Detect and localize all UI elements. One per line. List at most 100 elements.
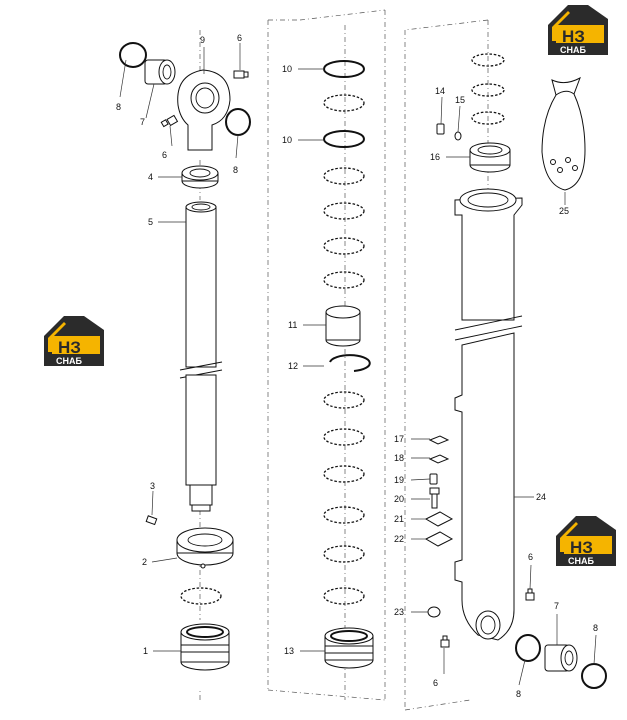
logo-yellow-panel bbox=[564, 536, 612, 554]
callout-6d: 6 bbox=[433, 678, 438, 688]
backup-ring bbox=[323, 587, 365, 605]
o-ring-10b bbox=[323, 130, 365, 148]
backup-ring bbox=[323, 465, 365, 483]
bolt-20 bbox=[429, 487, 440, 509]
logo-word: СНАБ bbox=[56, 356, 82, 366]
retaining-ring-8c bbox=[515, 634, 541, 662]
callout-4: 4 bbox=[148, 172, 153, 182]
screw-14 bbox=[436, 123, 445, 135]
piston-seal-ring bbox=[180, 587, 222, 605]
backup-ring bbox=[323, 237, 365, 255]
head-seal bbox=[471, 83, 505, 97]
callout-6b: 6 bbox=[162, 150, 167, 160]
leader-lines bbox=[119, 43, 597, 686]
grease-nipple-6a bbox=[233, 70, 249, 79]
lock-nut-4 bbox=[181, 165, 219, 189]
bushing-11 bbox=[325, 305, 361, 347]
backup-ring bbox=[323, 545, 365, 563]
callout-7a: 7 bbox=[140, 117, 145, 127]
nut-23 bbox=[427, 606, 441, 618]
logo-roof-accent bbox=[48, 322, 66, 352]
logo-yellow-panel bbox=[556, 25, 604, 43]
backup-ring bbox=[323, 94, 365, 112]
plate-21 bbox=[424, 511, 454, 527]
callout-3: 3 bbox=[150, 481, 155, 491]
callout-22: 22 bbox=[394, 534, 404, 544]
callout-14: 14 bbox=[435, 86, 445, 96]
callout-7b: 7 bbox=[554, 601, 559, 611]
callout-24: 24 bbox=[536, 492, 546, 502]
logo-word: СНАБ bbox=[560, 45, 586, 55]
callout-15: 15 bbox=[455, 95, 465, 105]
logo-word: СНАБ bbox=[568, 556, 594, 566]
callout-12: 12 bbox=[288, 361, 298, 371]
callout-labels: 1 2 3 4 5 6 6 6 6 7 7 8 8 8 8 9 10 10 11… bbox=[116, 33, 598, 699]
callout-9: 9 bbox=[200, 35, 205, 45]
callout-18: 18 bbox=[394, 453, 404, 463]
set-screw-3 bbox=[145, 515, 158, 526]
spherical-bearing-7a bbox=[144, 59, 176, 85]
brand-logo-middle: НЗ СНАБ bbox=[44, 316, 104, 366]
callout-5: 5 bbox=[148, 217, 153, 227]
callout-1: 1 bbox=[143, 646, 148, 656]
callout-13: 13 bbox=[284, 646, 294, 656]
grease-nipple-6d bbox=[440, 635, 450, 648]
callout-21: 21 bbox=[394, 514, 404, 524]
retaining-ring-8d bbox=[581, 663, 607, 689]
callout-8a: 8 bbox=[116, 102, 121, 112]
callout-2: 2 bbox=[142, 557, 147, 567]
callout-16: 16 bbox=[430, 152, 440, 162]
backup-ring bbox=[323, 271, 365, 289]
head-seal bbox=[471, 53, 505, 67]
logo-yellow-panel bbox=[52, 336, 100, 354]
logo-letters: НЗ bbox=[570, 538, 593, 557]
backup-ring bbox=[323, 202, 365, 220]
shim-18 bbox=[428, 454, 450, 464]
backup-ring bbox=[323, 167, 365, 185]
separator-lines bbox=[199, 9, 489, 711]
screw-19 bbox=[429, 473, 438, 485]
seal-kit-13 bbox=[324, 627, 374, 669]
backup-ring bbox=[323, 428, 365, 446]
washer-15 bbox=[454, 131, 462, 141]
logo-roof-accent bbox=[560, 522, 578, 552]
head-seal bbox=[471, 111, 505, 125]
piston-seal-kit-1 bbox=[180, 623, 230, 671]
seal-stack bbox=[323, 60, 374, 669]
callout-8c: 8 bbox=[516, 689, 521, 699]
piston-rod-assembly bbox=[119, 42, 251, 671]
callout-17: 17 bbox=[394, 434, 404, 444]
callout-6a: 6 bbox=[237, 33, 242, 43]
brand-logo-top: НЗ СНАБ bbox=[548, 5, 608, 55]
backup-ring bbox=[323, 506, 365, 524]
callout-8d: 8 bbox=[593, 623, 598, 633]
plate-22 bbox=[424, 531, 454, 547]
o-ring-10a bbox=[323, 60, 365, 78]
callout-25: 25 bbox=[559, 206, 569, 216]
callout-19: 19 bbox=[394, 475, 404, 485]
grease-bag-25 bbox=[541, 76, 586, 191]
logo-roof-accent bbox=[552, 11, 570, 41]
callout-11: 11 bbox=[288, 320, 297, 330]
logo-letters: НЗ bbox=[562, 27, 585, 46]
logo-letters: НЗ bbox=[58, 338, 81, 357]
rod-eye-9 bbox=[177, 69, 231, 151]
grease-nipple-6b bbox=[160, 114, 179, 128]
callout-8b: 8 bbox=[233, 165, 238, 175]
grease-nipple-6c bbox=[525, 588, 535, 601]
callout-10b: 10 bbox=[282, 135, 292, 145]
callout-6c: 6 bbox=[528, 552, 533, 562]
cylinder-barrel-24 bbox=[454, 188, 523, 641]
callout-20: 20 bbox=[394, 494, 404, 504]
snap-ring-12 bbox=[329, 354, 371, 372]
callout-10a: 10 bbox=[282, 64, 292, 74]
callout-23: 23 bbox=[394, 607, 404, 617]
piston-2 bbox=[176, 527, 234, 569]
shim-17 bbox=[428, 435, 450, 445]
backup-ring bbox=[323, 391, 365, 409]
spherical-bearing-7b bbox=[544, 644, 578, 672]
retaining-ring-8b bbox=[225, 108, 251, 136]
cylinder-head-16 bbox=[469, 142, 511, 173]
retaining-ring-8a bbox=[119, 42, 147, 68]
